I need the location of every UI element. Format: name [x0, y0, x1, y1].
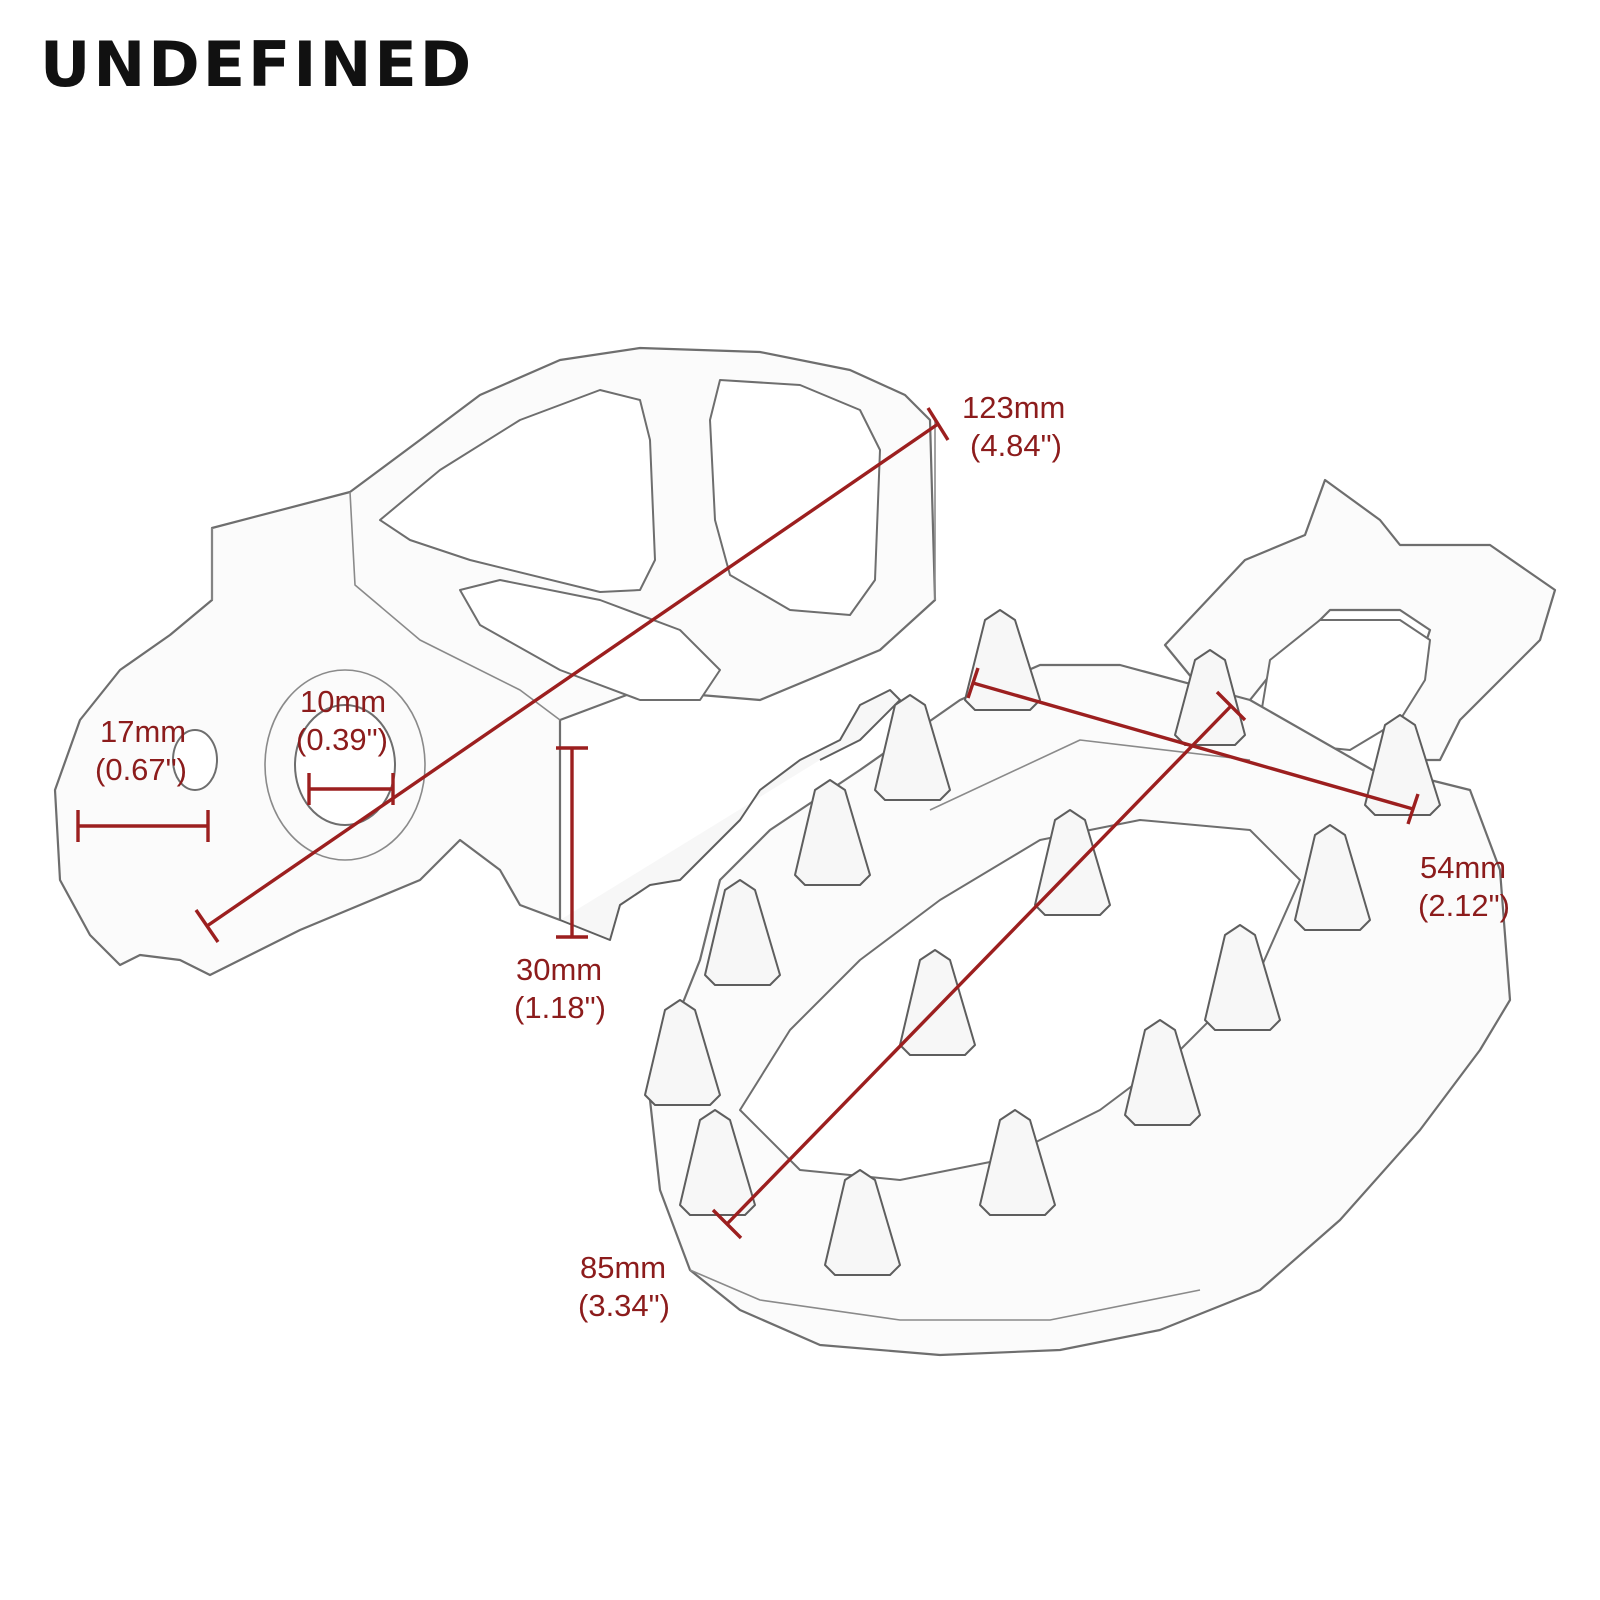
right-peg-cutout: [739, 819, 1301, 1181]
right-footpeg: [644, 478, 1557, 1357]
cleat: [824, 1169, 901, 1276]
dim-tick: [1406, 793, 1420, 825]
label-mount-width-imperial: (0.67"): [95, 752, 187, 787]
cleat: [704, 879, 781, 986]
right-peg-rib: [929, 739, 1251, 811]
dim-tick: [926, 407, 950, 441]
mount-hole-right: [294, 704, 396, 826]
cleat: [1294, 824, 1371, 931]
mount-hole-left: [172, 729, 218, 791]
cleat: [1124, 1019, 1201, 1126]
dim-tick: [711, 1208, 743, 1240]
cleat: [874, 694, 951, 801]
label-tread-length-metric: 85mm: [580, 1250, 666, 1285]
cleat: [1204, 924, 1281, 1031]
cleat: [644, 999, 721, 1106]
label-overall-length-imperial: (4.84"): [970, 428, 1062, 463]
mount-boss: [264, 669, 426, 861]
cleat: [679, 1109, 756, 1216]
dim-tick: [194, 909, 220, 943]
label-mount-width-metric: 17mm: [100, 714, 186, 749]
cleat: [964, 609, 1041, 711]
dimension-lines: [76, 407, 1420, 1240]
brand-logo: UNDEFINED: [40, 28, 475, 101]
cutout-3: [459, 579, 721, 701]
label-width-imperial: (2.12"): [1418, 888, 1510, 923]
left-peg-teeth: [559, 689, 901, 941]
dim-tick: [966, 667, 980, 699]
right-peg-lower-edge: [689, 1269, 1201, 1321]
cleat: [1174, 649, 1246, 746]
cleat: [794, 779, 871, 886]
cutout-1: [379, 389, 656, 593]
label-mount-hole-metric: 10mm: [300, 684, 386, 719]
cleat: [1364, 714, 1441, 816]
label-height-metric: 30mm: [516, 952, 602, 987]
left-footpeg: [53, 346, 937, 977]
cleats: [644, 609, 1441, 1276]
label-width-metric: 54mm: [1420, 850, 1506, 885]
label-mount-hole-imperial: (0.39"): [296, 722, 388, 757]
label-overall-length-metric: 123mm: [962, 390, 1065, 425]
dim-line-overall-length: [206, 422, 939, 928]
cleat: [979, 1109, 1056, 1216]
label-tread-length-imperial: (3.34"): [578, 1288, 670, 1323]
dim-line-tread-length: [725, 704, 1233, 1226]
dimension-labels: 123mm (4.84") 54mm (2.12") 85mm (3.34") …: [95, 390, 1510, 1323]
cutout-2: [709, 379, 881, 616]
dim-tick: [1215, 690, 1247, 722]
label-height-imperial: (1.18"): [514, 990, 606, 1025]
